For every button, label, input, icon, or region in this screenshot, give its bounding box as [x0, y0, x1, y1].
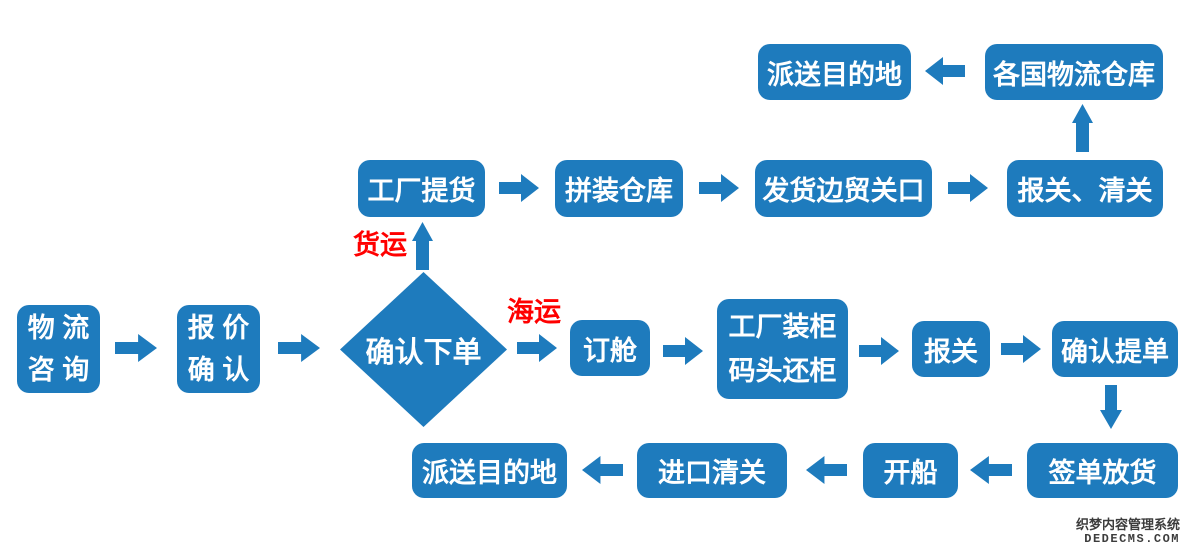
- node-factory-loading: 工厂装柜 码头还柜: [717, 299, 848, 399]
- node-import-clearance: 进口清关: [637, 443, 787, 498]
- node-line: 咨 询: [27, 355, 90, 385]
- node-country-logistics-warehouse: 各国物流仓库: [985, 44, 1163, 100]
- node-declare-clear-customs: 报关、清关: [1007, 160, 1163, 217]
- decision-confirm-order: 确认下单: [340, 272, 507, 427]
- node-booking-space: 订舱: [570, 320, 650, 376]
- arrow-down-icon: [1100, 385, 1122, 429]
- arrow-left-icon: [970, 456, 1012, 484]
- arrow-right-icon: [948, 174, 988, 202]
- node-confirm-bill-of-lading: 确认提单: [1052, 321, 1178, 377]
- node-sign-release-goods: 签单放货: [1027, 443, 1178, 498]
- arrow-up-icon: [412, 222, 433, 270]
- arrow-left-icon: [925, 57, 965, 85]
- node-line: 报 价: [187, 313, 250, 343]
- watermark: 织梦内容管理系统 DEDECMS.COM: [1076, 517, 1180, 547]
- branch-label-sea: 海运: [507, 297, 561, 327]
- watermark-text: 织梦内容管理系统: [1075, 517, 1180, 532]
- node-deliver-destination-top: 派送目的地: [758, 44, 911, 100]
- arrow-right-icon: [278, 334, 320, 362]
- node-shipping-border-gateway: 发货边贸关口: [755, 160, 932, 217]
- watermark-url: DEDECMS.COM: [1084, 532, 1180, 546]
- arrow-right-icon: [517, 334, 557, 362]
- node-line: 确 认: [187, 355, 250, 385]
- arrow-right-icon: [1001, 335, 1041, 363]
- node-line: 码头还柜: [728, 356, 837, 386]
- arrow-right-icon: [699, 174, 739, 202]
- node-customs-declare: 报关: [912, 321, 990, 377]
- node-ship-departure: 开船: [863, 443, 958, 498]
- node-assembly-warehouse: 拼装仓库: [555, 160, 683, 217]
- arrow-left-icon: [806, 456, 847, 484]
- node-line: 物 流: [27, 313, 90, 343]
- arrow-right-icon: [499, 174, 539, 202]
- arrow-right-icon: [663, 337, 703, 365]
- node-quote-confirm: 报 价 确 认: [177, 305, 260, 393]
- arrow-up-icon: [1072, 104, 1093, 152]
- branch-label-freight: 货运: [353, 230, 407, 260]
- node-deliver-destination-bottom: 派送目的地: [412, 443, 567, 498]
- node-factory-pickup: 工厂提货: [358, 160, 485, 217]
- arrow-left-icon: [582, 456, 623, 484]
- node-line: 工厂装柜: [728, 312, 837, 342]
- arrow-right-icon: [859, 337, 899, 365]
- node-logistics-consult: 物 流 咨 询: [17, 305, 100, 393]
- arrow-right-icon: [115, 334, 157, 362]
- decision-label: 确认下单: [365, 336, 482, 369]
